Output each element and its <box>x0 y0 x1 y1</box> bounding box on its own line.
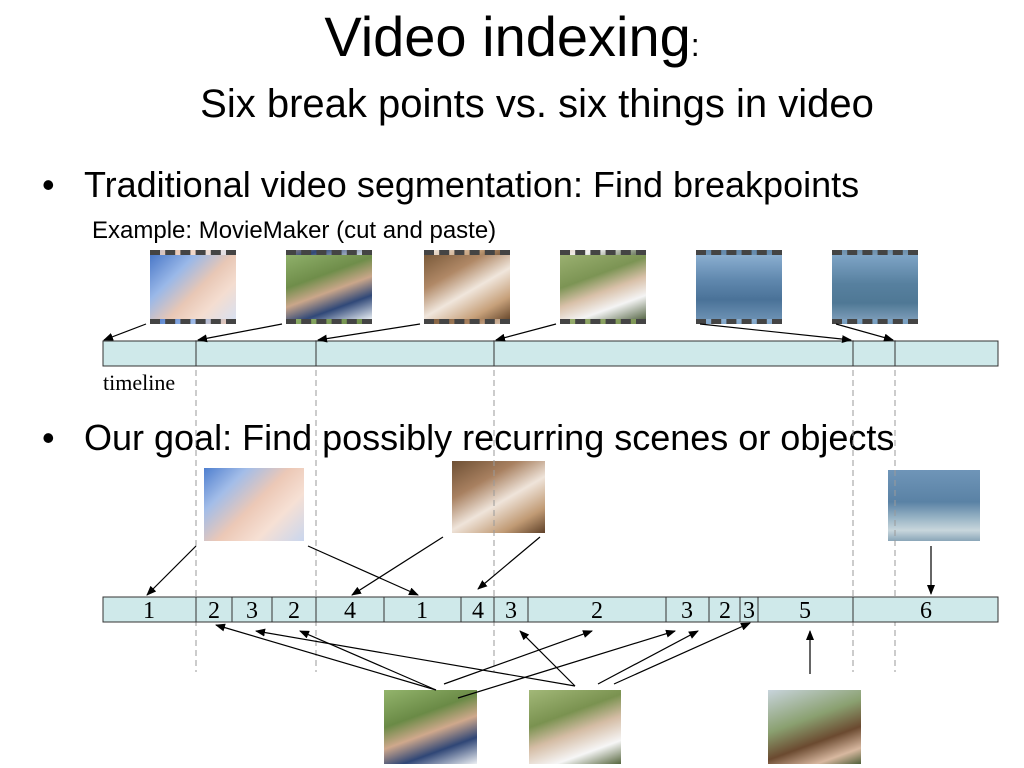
segment-label: 3 <box>505 598 517 624</box>
segment-label: 3 <box>681 598 693 624</box>
thumbnail-ocean-1 <box>696 250 782 324</box>
object-arrows <box>146 536 935 699</box>
guide-lines <box>195 340 896 672</box>
segment-label: 3 <box>743 598 755 624</box>
thumbnail-woman-beach <box>286 250 372 324</box>
segment-label: 1 <box>143 598 155 624</box>
object-ocean-wave <box>888 470 980 541</box>
segment-label: 3 <box>246 598 258 624</box>
segment-label: 2 <box>719 598 731 624</box>
bullet-traditional-segmentation: •Traditional video segmentation: Find br… <box>42 164 860 205</box>
segment-label: 2 <box>591 598 603 624</box>
segment-label: 4 <box>344 598 356 624</box>
example-caption: Example: MovieMaker (cut and paste) <box>92 217 497 244</box>
scene-woman-beach <box>384 690 477 764</box>
segment-label: 2 <box>288 598 300 624</box>
bullet-our-goal: •Our goal: Find possibly recurring scene… <box>42 417 895 458</box>
recurring-scenes-timeline: 1 2 3 2 4 1 4 3 2 3 2 3 5 6 <box>102 596 999 624</box>
scene-woman-outdoor <box>768 690 861 764</box>
thumbnail-child-chair <box>424 250 510 324</box>
segment-label: 2 <box>208 598 220 624</box>
slide-title: Video indexing: <box>324 5 700 68</box>
segment-label: 5 <box>799 598 811 624</box>
thumbnail-two-people <box>560 250 646 324</box>
slide-subtitle: Six break points vs. six things in video <box>200 82 874 126</box>
segment-label: 1 <box>416 598 428 624</box>
thumbnail-baby <box>150 250 236 324</box>
segment-label: 6 <box>920 598 932 624</box>
breakpoint-arrows <box>103 323 894 344</box>
object-baby-face <box>204 468 304 541</box>
scene-man-sunglasses <box>529 690 621 764</box>
timeline-label: timeline <box>103 370 176 395</box>
thumbnail-ocean-2 <box>832 250 918 324</box>
segment-label: 4 <box>472 598 484 624</box>
traditional-timeline <box>102 340 999 367</box>
object-child-chair <box>452 461 545 533</box>
